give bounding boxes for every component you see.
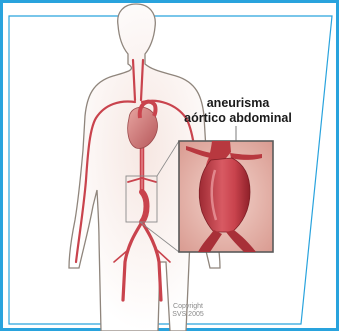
copyright-notice: Copyright SVS 2005	[160, 303, 216, 319]
aneurysm-label-line2: aórtico abdominal	[172, 111, 304, 126]
copyright-line1: Copyright	[160, 303, 216, 311]
aneurysm-inset	[179, 141, 273, 252]
aneurysm-label: aneurisma aórtico abdominal	[172, 96, 304, 126]
aneurysm-label-line1: aneurisma	[172, 96, 304, 111]
copyright-line2: SVS 2005	[160, 311, 216, 319]
